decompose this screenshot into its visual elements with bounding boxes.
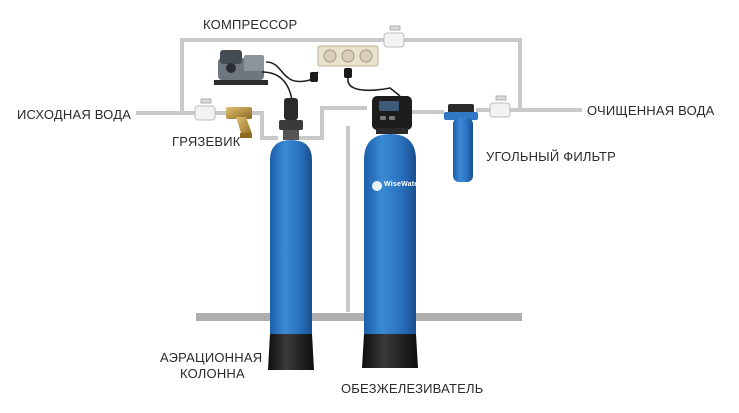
floor-drain-pipe	[196, 313, 522, 321]
iron-remover-icon	[362, 96, 418, 368]
controller-cable	[347, 77, 401, 97]
y-strainer-icon	[226, 107, 252, 138]
aeration-to-softener-pipe	[298, 106, 367, 140]
carbon-filter-label: УГОЛЬНЫЙ ФИЛЬТР	[486, 149, 617, 164]
purified-water-label: ОЧИЩЕННАЯ ВОДА	[587, 103, 715, 118]
aeration-column-label-line2: КОЛОННА	[180, 366, 245, 381]
compressor-cable	[265, 61, 319, 83]
bypass-pipe-top	[180, 38, 522, 115]
brand-logo: WiseWater	[384, 181, 422, 188]
iron-remover-label: ОБЕЗЖЕЛЕЗИВАТЕЛЬ	[341, 381, 484, 396]
compressor-label: КОМПРЕССОР	[203, 17, 298, 32]
air-hose	[261, 71, 293, 101]
power-outlet-icon	[317, 45, 379, 67]
strainer-label: ГРЯЗЕВИК	[172, 134, 241, 149]
ball-valve-icon	[194, 25, 511, 121]
aeration-column-label-line1: АЭРАЦИОННАЯ	[160, 350, 263, 365]
aeration-column-icon	[268, 98, 314, 370]
source-water-label: ИСХОДНАЯ ВОДА	[17, 107, 132, 122]
power-plug-icon	[310, 68, 352, 82]
compressor-icon	[214, 50, 268, 85]
pipes	[136, 38, 582, 312]
carbon-filter-icon	[444, 104, 478, 182]
control-valve-head-icon	[372, 96, 412, 134]
